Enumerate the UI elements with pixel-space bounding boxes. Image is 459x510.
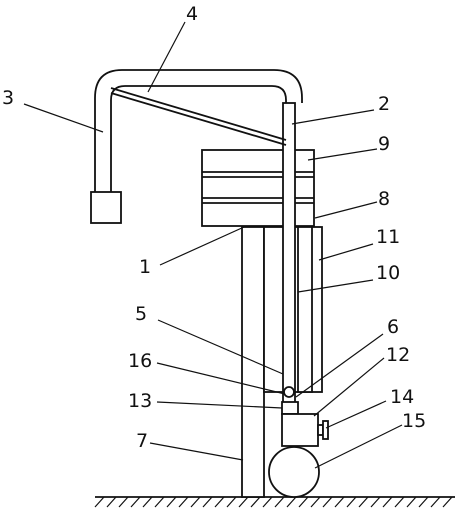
ground-hatch-mark (130, 496, 141, 508)
ground-hatch-mark (310, 496, 321, 508)
ground-hatch-mark (298, 496, 309, 508)
ground-hatch-mark (418, 496, 429, 508)
label-11: 11 (376, 226, 400, 248)
ground-hatch-mark (358, 496, 369, 508)
label-2: 2 (378, 93, 390, 115)
leader-lines (23, 21, 403, 469)
ground-hatch-mark (118, 496, 129, 508)
label-12: 12 (386, 344, 410, 366)
ground-hatch-mark (214, 496, 225, 508)
label-9: 9 (378, 133, 390, 155)
ground-hatch-mark (250, 496, 261, 508)
ground-hatch-mark (430, 496, 441, 508)
frame-arm (94, 69, 303, 192)
ground-hatch-mark (406, 496, 417, 508)
ground-hatch-mark (274, 496, 285, 508)
ground-hatch-mark (166, 496, 177, 508)
ground-hatch-mark (142, 496, 153, 508)
small-roller (283, 386, 295, 398)
label-1: 1 (139, 256, 151, 278)
ground-hatch-mark (202, 496, 213, 508)
wheel (268, 446, 320, 498)
label-13: 13 (128, 390, 152, 412)
label-8: 8 (378, 188, 390, 210)
hanging-block (90, 191, 122, 224)
connector (281, 401, 299, 415)
ground-hatch-mark (190, 496, 201, 508)
main-column (241, 226, 265, 498)
label-7: 7 (136, 430, 148, 452)
knob (317, 420, 329, 440)
ground-hatch-mark (370, 496, 381, 508)
ground-hatch-mark (346, 496, 357, 508)
ground-hatch-mark (178, 496, 189, 508)
ground-hatch-mark (262, 496, 273, 508)
ground-hatch-mark (286, 496, 297, 508)
label-14: 14 (390, 386, 414, 408)
ground-hatch-mark (106, 496, 117, 508)
label-10: 10 (376, 262, 400, 284)
ground (94, 496, 455, 508)
upper-block (201, 149, 315, 227)
diagonal-brace (110, 87, 287, 146)
label-5: 5 (135, 303, 147, 325)
ground-hatch-mark (394, 496, 405, 508)
ground-hatch-mark (154, 496, 165, 508)
label-6: 6 (387, 316, 399, 338)
label-3: 3 (2, 87, 14, 109)
label-15: 15 (402, 410, 426, 432)
label-16: 16 (128, 350, 152, 372)
ground-hatch-mark (382, 496, 393, 508)
ground-hatch-mark (442, 496, 453, 508)
ground-hatch-mark (226, 496, 237, 508)
ground-hatch-mark (94, 496, 105, 508)
ground-hatch-mark (238, 496, 249, 508)
ground-hatch-mark (322, 496, 333, 508)
inner-guide (297, 226, 313, 393)
callout-labels: 3 4 2 9 8 1 11 10 5 6 16 12 13 14 7 15 (2, 3, 426, 452)
vertical-rod (282, 102, 296, 404)
label-4: 4 (186, 3, 198, 25)
motor-box (281, 413, 319, 447)
ground-hatch-mark (334, 496, 345, 508)
